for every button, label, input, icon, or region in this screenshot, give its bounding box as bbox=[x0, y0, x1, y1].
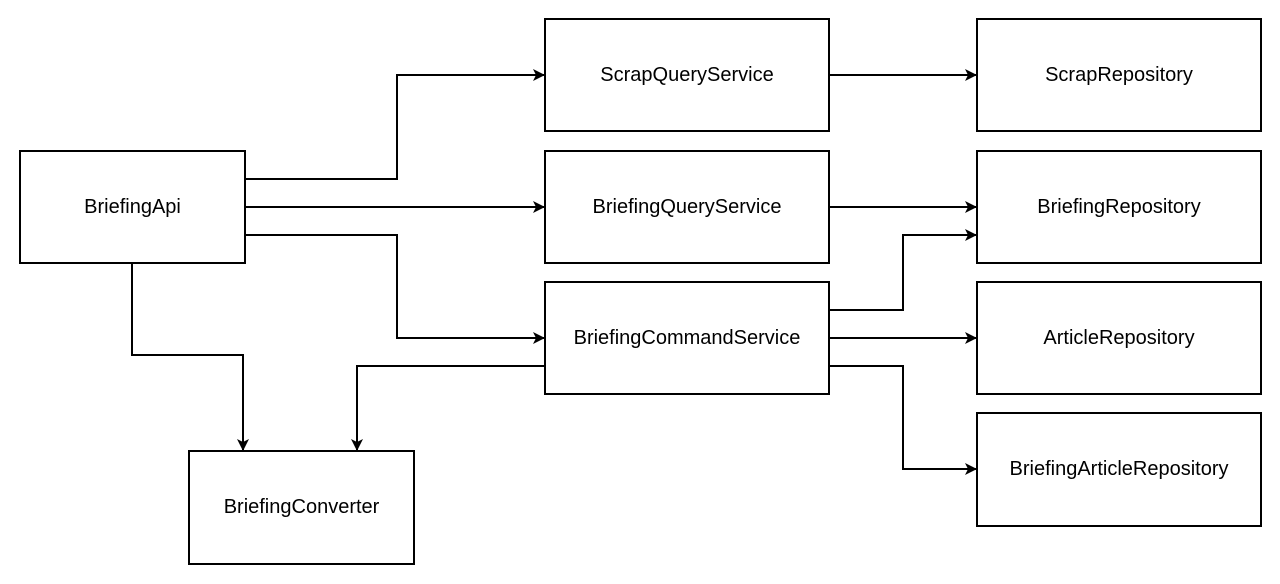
edge-briefingapi-to-briefingconverter bbox=[131, 264, 249, 451]
node-article-repository[interactable]: ArticleRepository bbox=[976, 281, 1262, 395]
node-briefing-converter[interactable]: BriefingConverter bbox=[188, 450, 415, 565]
node-briefing-query-service[interactable]: BriefingQueryService bbox=[544, 150, 830, 264]
node-label: BriefingApi bbox=[84, 195, 181, 218]
node-briefing-repository[interactable]: BriefingRepository bbox=[976, 150, 1262, 264]
node-label: BriefingCommandService bbox=[573, 326, 801, 349]
node-briefing-api[interactable]: BriefingApi bbox=[19, 150, 246, 264]
node-label: ScrapRepository bbox=[1045, 63, 1193, 86]
edge-briefingapi-to-briefingcommandservice bbox=[245, 234, 545, 344]
edge-briefingcommandservice-to-briefingrepository bbox=[829, 229, 977, 311]
node-briefing-article-repository[interactable]: BriefingArticleRepository bbox=[976, 412, 1262, 527]
node-label: ScrapQueryService bbox=[600, 63, 774, 86]
edge-briefingapi-to-scrapqueryservice bbox=[245, 69, 545, 180]
node-briefing-command-service[interactable]: BriefingCommandService bbox=[544, 281, 830, 395]
node-label: BriefingRepository bbox=[1037, 195, 1201, 218]
node-label: BriefingConverter bbox=[223, 496, 380, 518]
edge-briefingcommandservice-to-briefingarticlerepository bbox=[829, 365, 977, 475]
node-label: BriefingArticleRepository bbox=[1009, 458, 1229, 480]
node-scrap-repository[interactable]: ScrapRepository bbox=[976, 18, 1262, 132]
node-label: ArticleRepository bbox=[1043, 326, 1195, 349]
edge-briefingcommandservice-to-briefingconverter bbox=[351, 365, 545, 451]
node-label: BriefingQueryService bbox=[592, 195, 782, 218]
node-scrap-query-service[interactable]: ScrapQueryService bbox=[544, 18, 830, 132]
